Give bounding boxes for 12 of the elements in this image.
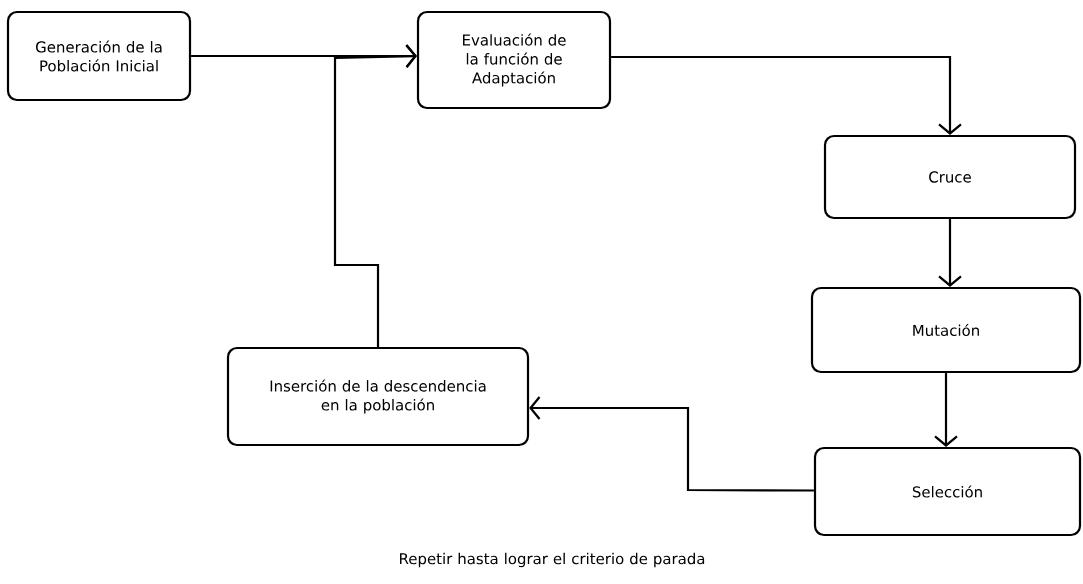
process-box: Cruce xyxy=(823,134,1077,220)
process-box: Evaluación de la función de Adaptación xyxy=(416,10,612,110)
process-box: Inserción de la descendencia en la población xyxy=(226,346,530,447)
process-box: Mutación xyxy=(810,286,1082,374)
note: Repetir hasta lograr el criterio de parada xyxy=(400,552,705,568)
arrow xyxy=(333,44,417,347)
process-box: Generación de la Población Inicial xyxy=(6,10,192,102)
arrow xyxy=(938,219,962,287)
arrow xyxy=(934,373,958,447)
arrow xyxy=(611,55,962,135)
arrow xyxy=(529,396,814,492)
process-box: Selección xyxy=(813,446,1082,537)
